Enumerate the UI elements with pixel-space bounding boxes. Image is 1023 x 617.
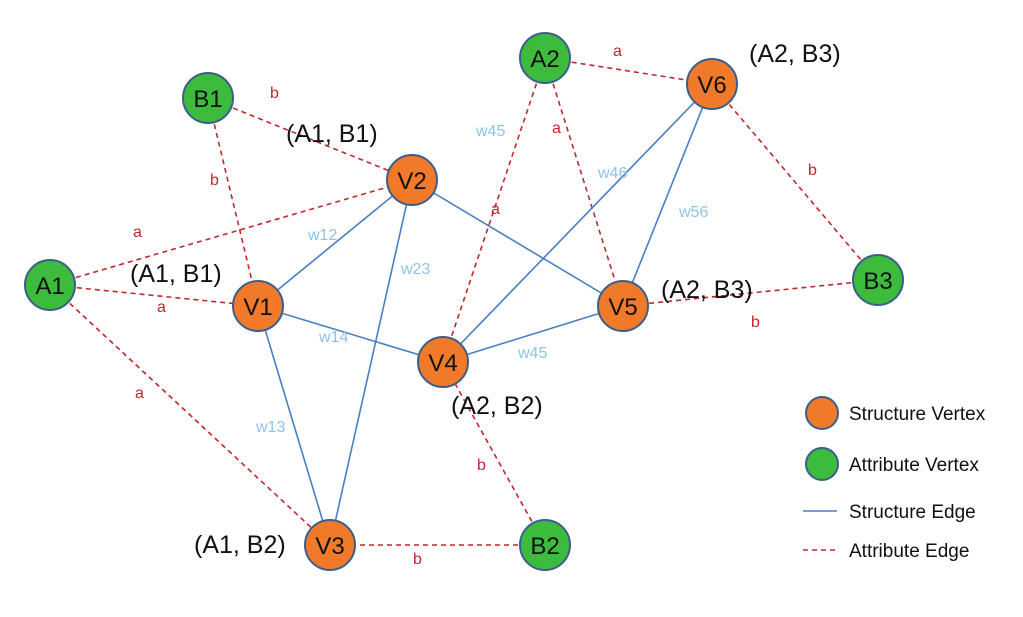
label-a1-v1: a: [157, 299, 166, 316]
edge-v4-v5: [442, 305, 624, 363]
label-a2-v5: a: [552, 120, 561, 137]
vertex-v5[interactable]: V5: [597, 280, 649, 332]
tuple-v1: (A1, B1): [130, 260, 222, 288]
edge-b3-v6: [711, 83, 879, 281]
legend-structure-edge: Structure Edge: [803, 502, 976, 523]
legend-attribute-edge: Attribute Edge: [803, 541, 969, 562]
tuple-v2: (A1, B1): [286, 120, 378, 148]
vertex-v4-label: V4: [428, 350, 457, 377]
edge-v2-v5: [411, 179, 624, 307]
edge-a2-v6: [544, 57, 713, 85]
edge-v1-v4: [257, 305, 444, 363]
edge-b1-v2: [207, 97, 413, 181]
edge-v4-v6: [442, 83, 713, 363]
edge-b3-v5: [622, 279, 879, 307]
vertex-v1[interactable]: V1: [232, 280, 284, 332]
attribute-vertices: A1 B1 A2 B3 B2: [24, 32, 904, 571]
vertex-v3-label: V3: [315, 533, 344, 560]
vertex-a2-label: A2: [530, 46, 559, 73]
legend-structure-vertex-swatch: [805, 396, 839, 430]
weight-w45-v4v5: w45: [517, 345, 547, 362]
attribute-edges: [49, 57, 879, 546]
edge-v1-v3: [257, 305, 331, 546]
edge-a1-v3: [49, 284, 331, 546]
edge-v2-v3: [329, 179, 413, 546]
vertex-v2-label: V2: [397, 168, 426, 195]
vertex-b1[interactable]: B1: [182, 72, 234, 124]
vertex-v6[interactable]: V6: [686, 58, 738, 110]
vertex-tuples: (A1, B1) (A1, B1) (A1, B2) (A2, B2) (A2,…: [130, 40, 841, 559]
vertex-a2[interactable]: A2: [519, 32, 571, 84]
edge-a1-v1: [49, 284, 259, 307]
tuple-v5: (A2, B3): [661, 276, 753, 304]
weight-w13: w13: [255, 419, 285, 436]
vertex-v3[interactable]: V3: [304, 519, 356, 571]
legend-attribute-vertex-swatch: [805, 447, 839, 481]
vertex-a1[interactable]: A1: [24, 259, 76, 311]
tuple-v6: (A2, B3): [749, 40, 841, 68]
weight-w12: w12: [307, 227, 337, 244]
edge-labels: w12 w13 w14 w23 w45 w46 w56 w45 a a a b …: [133, 43, 817, 568]
tuple-v4: (A2, B2): [451, 392, 543, 420]
label-a2-v6: a: [613, 43, 622, 60]
label-a1-v2: a: [133, 224, 142, 241]
legend-attribute-vertex: Attribute Vertex: [805, 447, 979, 481]
legend-structure-vertex-label: Structure Vertex: [849, 404, 986, 425]
edge-a2-v5: [544, 57, 624, 307]
vertex-v4[interactable]: V4: [417, 336, 469, 388]
vertex-v5-label: V5: [608, 294, 637, 321]
label-b3-v5: b: [751, 314, 760, 331]
vertex-v2[interactable]: V2: [386, 154, 438, 206]
vertex-v1-label: V1: [243, 294, 272, 321]
label-b2-v3: b: [413, 551, 422, 568]
label-b3-v6: b: [808, 162, 817, 179]
legend-attribute-edge-label: Attribute Edge: [849, 541, 969, 562]
weight-w46: w46: [597, 165, 627, 182]
edge-b2-v4: [442, 361, 546, 546]
weight-w23: w23: [400, 261, 430, 278]
label-b1-v1: b: [210, 172, 219, 189]
legend-structure-edge-label: Structure Edge: [849, 502, 976, 523]
label-a2-v4: a: [491, 201, 500, 218]
vertex-v6-label: V6: [697, 72, 726, 99]
label-b1-v2: b: [270, 85, 279, 102]
weight-w56: w56: [678, 204, 708, 221]
label-b2-v4: b: [477, 457, 486, 474]
tuple-v3: (A1, B2): [194, 531, 286, 559]
vertex-b2-label: B2: [530, 533, 559, 560]
vertex-b2[interactable]: B2: [519, 519, 571, 571]
structure-vertices: V1 V2 V3 V4 V5 V6: [232, 58, 738, 571]
weight-w45-a2v4: w45: [475, 123, 505, 140]
vertex-a1-label: A1: [35, 273, 64, 300]
vertex-b3-label: B3: [863, 268, 892, 295]
legend-structure-vertex: Structure Vertex: [805, 396, 986, 430]
weight-w14: w14: [318, 329, 348, 346]
edge-v1-v2: [257, 179, 413, 307]
vertex-b1-label: B1: [193, 86, 222, 113]
label-a1-v3: a: [135, 385, 144, 402]
edge-v5-v6: [622, 83, 713, 307]
legend-attribute-vertex-label: Attribute Vertex: [849, 455, 979, 476]
structure-edges: [257, 83, 713, 546]
legend: Structure Vertex Attribute Vertex Struct…: [803, 396, 986, 562]
vertex-b3[interactable]: B3: [852, 254, 904, 306]
